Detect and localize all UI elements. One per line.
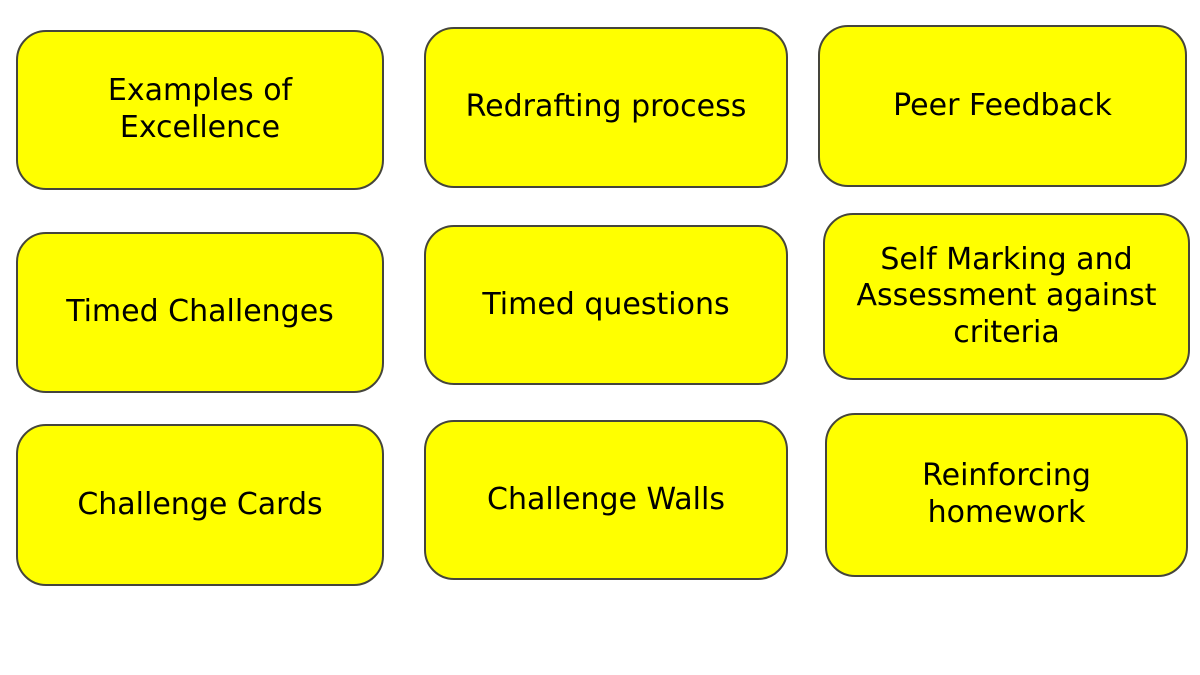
card-self-marking-assessment: Self Marking and Assessment against crit… (823, 213, 1190, 380)
card-timed-challenges: Timed Challenges (16, 232, 384, 393)
card-challenge-walls: Challenge Walls (424, 420, 788, 580)
card-label-redrafting-process: Redrafting process (465, 89, 747, 125)
card-timed-questions: Timed questions (424, 225, 788, 385)
card-label-reinforcing-homework: Reinforcing homework (922, 458, 1091, 530)
card-label-timed-challenges: Timed Challenges (66, 294, 334, 330)
card-label-challenge-walls: Challenge Walls (487, 481, 725, 517)
card-label-challenge-cards: Challenge Cards (77, 486, 323, 522)
card-peer-feedback: Peer Feedback (818, 25, 1187, 187)
card-label-self-marking-assessment: Self Marking and Assessment against crit… (856, 241, 1157, 350)
card-label-timed-questions: Timed questions (482, 286, 730, 322)
card-label-peer-feedback: Peer Feedback (893, 87, 1112, 123)
card-reinforcing-homework: Reinforcing homework (825, 413, 1188, 577)
card-challenge-cards: Challenge Cards (16, 424, 384, 586)
card-examples-of-excellence: Examples of Excellence (16, 30, 384, 190)
card-redrafting-process: Redrafting process (424, 27, 788, 188)
card-label-examples-of-excellence: Examples of Excellence (107, 73, 293, 145)
